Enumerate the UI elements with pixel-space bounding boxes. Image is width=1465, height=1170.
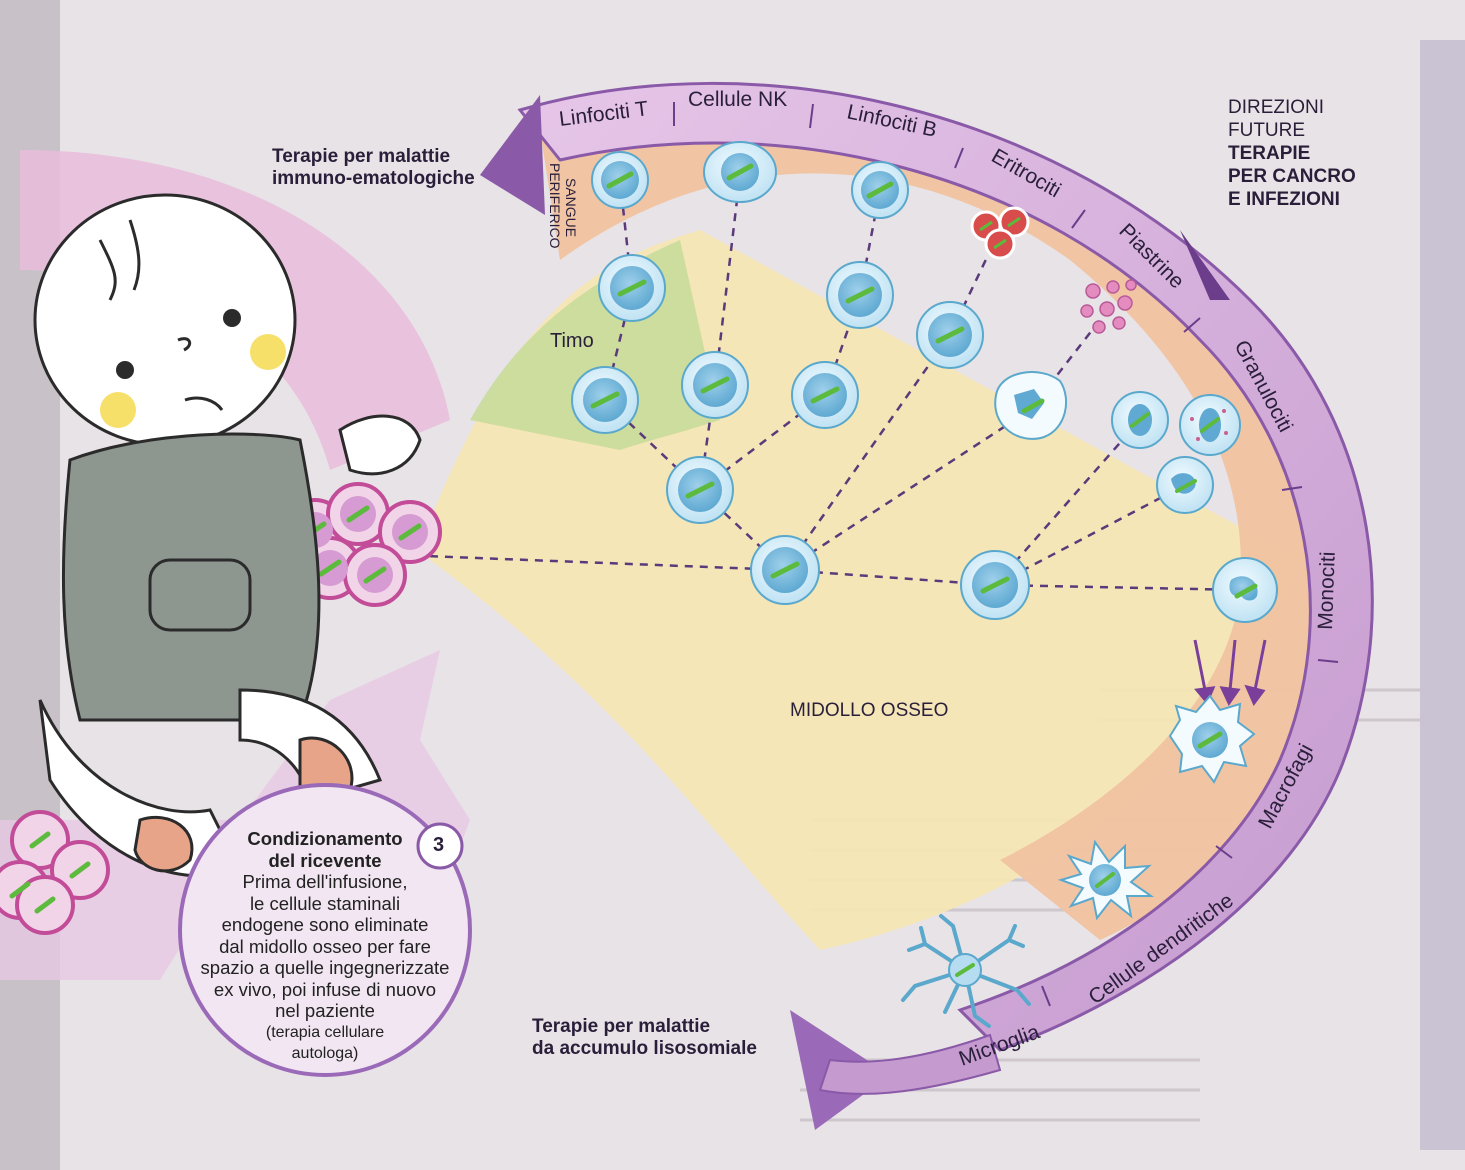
conditioning-title-line-2: del ricevente bbox=[180, 850, 470, 872]
timo-label: Timo bbox=[550, 330, 594, 353]
cell-nk-blood bbox=[704, 142, 776, 202]
heading-immuno-ematologiche: Terapie per malattie immuno-ematologiche bbox=[272, 146, 475, 190]
future-line-3: TERAPIE bbox=[1228, 142, 1356, 165]
cell-granulocyte-2 bbox=[1180, 395, 1240, 455]
sangue-line-2: PERIFERICO bbox=[547, 163, 563, 249]
cell-granulocyte-3 bbox=[1157, 457, 1213, 513]
cell-granulocyte-1 bbox=[1112, 392, 1168, 448]
cell-t-thymus-1 bbox=[599, 255, 665, 321]
heading-lisosomiale-line-1: Terapie per malattie bbox=[532, 1016, 757, 1038]
midollo-osseo-label: MIDOLLO OSSEO bbox=[790, 700, 948, 722]
heading-lisosomiale: Terapie per malattie da accumulo lisosom… bbox=[532, 1016, 757, 1060]
cell-hsc bbox=[751, 536, 819, 604]
cell-nk-progenitor bbox=[682, 352, 748, 418]
cell-monocyte bbox=[1213, 558, 1277, 622]
cell-b-progenitor-1 bbox=[792, 362, 858, 428]
conditioning-text-block: Condizionamento del ricevente Prima dell… bbox=[180, 828, 470, 1065]
conditioning-body-2: le cellule staminali bbox=[180, 893, 470, 915]
future-line-1: DIREZIONI bbox=[1228, 96, 1356, 119]
future-line-2: FUTURE bbox=[1228, 119, 1356, 142]
cell-lymphoid-progenitor bbox=[667, 457, 733, 523]
heading-immuno-line-2: immuno-ematologiche bbox=[272, 168, 475, 190]
right-page-edge bbox=[1420, 40, 1465, 1150]
cell-b-blood bbox=[852, 162, 908, 218]
future-line-5: E INFEZIONI bbox=[1228, 188, 1356, 211]
conditioning-body-1: Prima dell'infusione, bbox=[180, 871, 470, 893]
cell-myeloid-progenitor bbox=[917, 302, 983, 368]
baby-head bbox=[35, 195, 295, 445]
arc-label-cellule-nk: Cellule NK bbox=[688, 88, 787, 111]
cell-t-blood bbox=[592, 152, 648, 208]
conditioning-title-line-1: Condizionamento bbox=[180, 828, 470, 850]
conditioning-note-2: autologa) bbox=[180, 1043, 470, 1065]
heading-immuno-line-1: Terapie per malattie bbox=[272, 146, 475, 168]
future-line-4: PER CANCRO bbox=[1228, 165, 1356, 188]
conditioning-body-3: endogene sono eliminate bbox=[180, 914, 470, 936]
cell-b-progenitor-2 bbox=[827, 262, 893, 328]
cell-megakaryocyte bbox=[995, 372, 1066, 439]
heading-future-therapies: DIREZIONI FUTURE TERAPIE PER CANCRO E IN… bbox=[1228, 96, 1356, 211]
conditioning-note-1: (terapia cellulare bbox=[180, 1022, 470, 1044]
conditioning-body-6: ex vivo, poi infuse di nuovo bbox=[180, 979, 470, 1001]
arc-label-monociti: Monociti bbox=[1314, 551, 1340, 630]
conditioning-body-7: nel paziente bbox=[180, 1000, 470, 1022]
conditioning-body-4: dal midollo osseo per fare bbox=[180, 936, 470, 958]
cell-myeloid-common bbox=[961, 551, 1029, 619]
conditioning-body-5: spazio a quelle ingegnerizzate bbox=[180, 957, 470, 979]
cell-t-thymus-2 bbox=[572, 367, 638, 433]
heading-lisosomiale-line-2: da accumulo lisosomiale bbox=[532, 1038, 757, 1060]
sangue-line-1: SANGUE bbox=[563, 178, 579, 237]
